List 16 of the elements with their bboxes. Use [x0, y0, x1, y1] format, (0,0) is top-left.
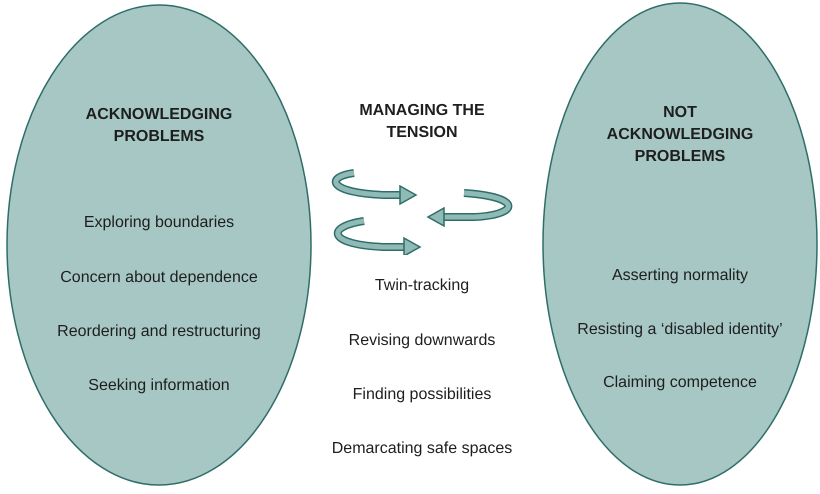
list-item: Revising downwards — [348, 331, 496, 351]
list-item: Seeking information — [88, 376, 230, 396]
ellipse-node — [542, 2, 818, 486]
list-item: Concern about dependence — [60, 268, 258, 288]
list-item: Demarcating safe spaces — [332, 439, 512, 459]
list-item: Asserting normality — [612, 266, 748, 286]
list-item: Twin-tracking — [374, 276, 470, 296]
list-item: Reordering and restructuring — [57, 322, 261, 342]
ellipse-node — [6, 4, 312, 486]
ellipse-heading: ACKNOWLEDGING PROBLEMS — [84, 105, 234, 147]
ellipse-heading: NOT ACKNOWLEDGING PROBLEMS — [606, 103, 754, 167]
list-item: Finding possibilities — [352, 385, 492, 405]
list-item: Claiming competence — [603, 373, 757, 393]
list-item: Exploring boundaries — [84, 213, 234, 233]
list-item: Resisting a ‘disabled identity’ — [577, 320, 783, 340]
column-heading: MANAGING THE TENSION — [358, 101, 486, 143]
